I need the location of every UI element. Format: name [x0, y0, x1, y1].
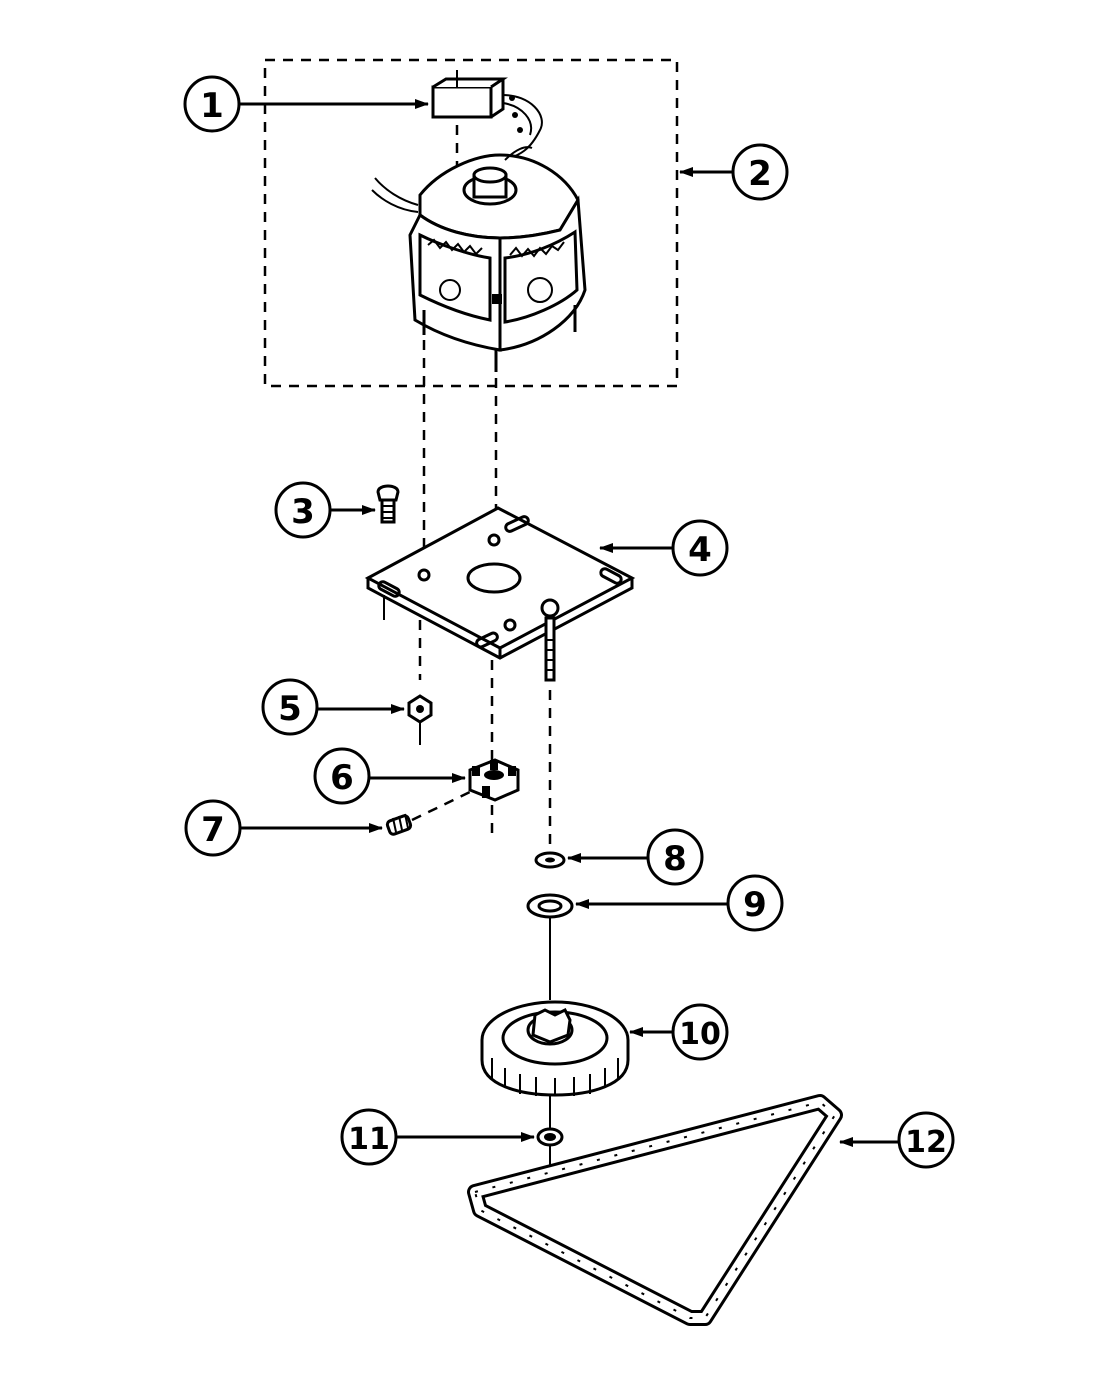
callout-1: 1: [183, 75, 241, 133]
leader-lines: [240, 99, 900, 1147]
callout-4: 4: [671, 519, 729, 577]
callout-5: 5: [261, 678, 319, 736]
callout-label: 10: [679, 1017, 721, 1052]
motor-part: [371, 146, 587, 372]
callout-label: 11: [348, 1122, 390, 1157]
callout-10: 10: [671, 1003, 729, 1061]
callout-7: 7: [184, 799, 242, 857]
callout-9: 9: [726, 874, 784, 932]
callout-12: 12: [897, 1111, 955, 1169]
callout-label: 3: [291, 492, 315, 532]
callout-2: 2: [731, 143, 789, 201]
hex-nut-part: [407, 694, 433, 745]
callout-label: 8: [663, 839, 687, 879]
roller-chain-part: [467, 1094, 843, 1326]
castle-nut-part: [468, 758, 520, 840]
callout-3: 3: [274, 481, 332, 539]
callout-11: 11: [340, 1108, 398, 1166]
callout-label: 4: [688, 530, 712, 570]
washer-large-part: [526, 893, 574, 1000]
set-screw-part: [385, 790, 471, 836]
callout-label: 9: [743, 885, 767, 925]
callout-label: 12: [905, 1125, 947, 1160]
washer-small-part: [534, 851, 566, 869]
callout-label: 6: [330, 758, 354, 798]
bolt-part: [376, 484, 400, 524]
callout-6: 6: [313, 747, 371, 805]
callout-8: 8: [646, 828, 704, 886]
motor-assembly-box: [263, 58, 679, 388]
callout-label: 2: [748, 154, 772, 194]
callout-label: 5: [278, 689, 302, 729]
mounting-plate-part: [364, 506, 636, 682]
switch-part: [431, 70, 543, 185]
callout-label: 1: [200, 86, 224, 126]
sprocket-part: [480, 1000, 630, 1130]
callout-label: 7: [201, 810, 225, 850]
small-nut-part: [536, 1127, 564, 1165]
